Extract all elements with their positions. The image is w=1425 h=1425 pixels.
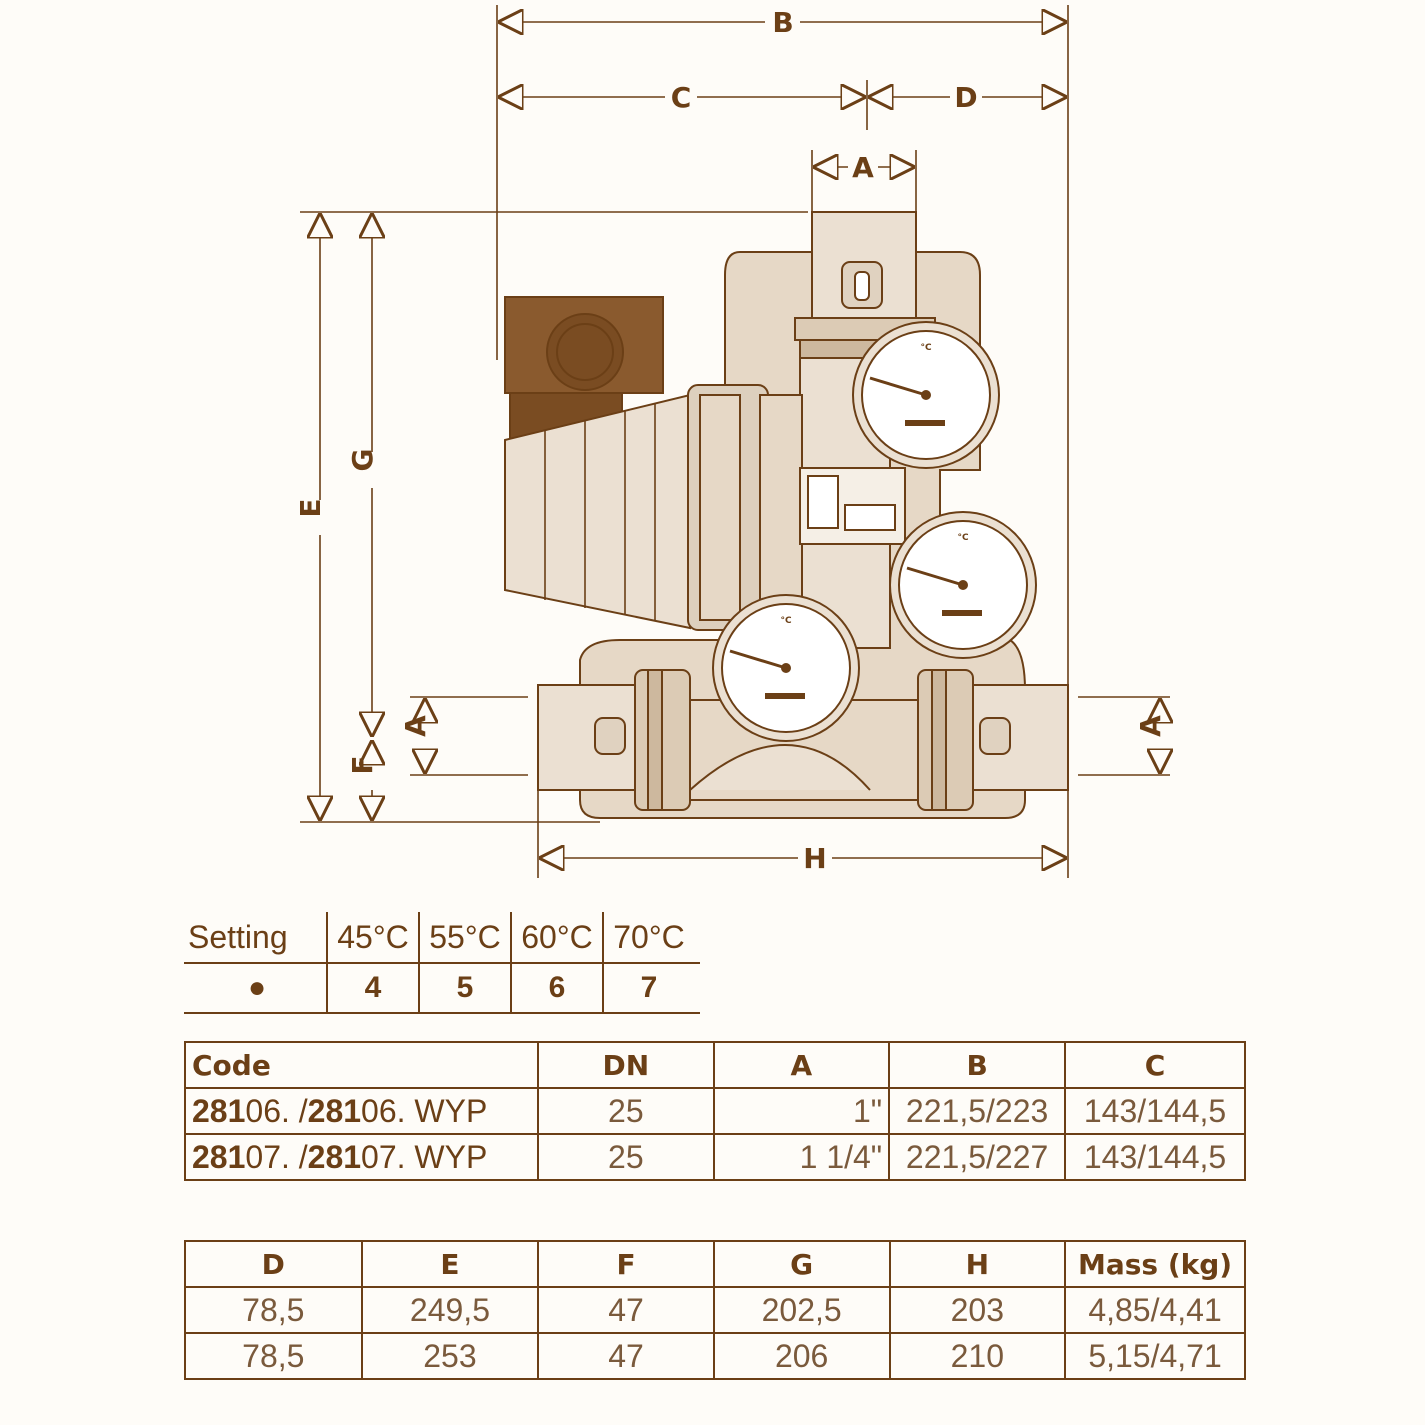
g-cell: 206 — [712, 1332, 891, 1380]
col-header-mass: Mass (kg) — [1064, 1240, 1246, 1288]
b-cell: 221,5/223 — [888, 1087, 1067, 1135]
col-header-h: H — [888, 1240, 1067, 1288]
dimension-table-2: D E F G H Mass (kg) 78,5 249,5 47 202,5 … — [184, 1240, 1246, 1380]
col-header-a: A — [712, 1041, 891, 1089]
setting-temp-3: 60°C — [510, 912, 602, 962]
thermometer-gauge-middle: °C — [889, 511, 1037, 659]
setting-temp-1: 45°C — [326, 912, 418, 962]
dn-cell: 25 — [537, 1133, 715, 1181]
pump-motor — [504, 393, 691, 630]
code-cell: 28106. /28106. WYP — [183, 1087, 540, 1135]
col-header-f: F — [537, 1240, 715, 1288]
dim-c: C — [500, 81, 864, 114]
e-cell: 253 — [360, 1332, 540, 1380]
col-header-c: C — [1064, 1041, 1246, 1089]
svg-text:°C: °C — [920, 343, 932, 353]
setting-value-row: ● 4 5 6 7 — [184, 964, 700, 1014]
dim-label-a-left: A — [399, 715, 432, 737]
col-header-dn: DN — [537, 1041, 715, 1089]
dim-a-left: A — [399, 700, 432, 772]
thermometer-gauge-bottom: °C — [712, 594, 860, 742]
setting-value-1: 4 — [326, 964, 418, 1012]
setting-value-3: 6 — [510, 964, 602, 1012]
f-cell: 47 — [537, 1286, 715, 1334]
col-header-b: B — [888, 1041, 1067, 1089]
dim-e: E — [294, 215, 327, 819]
dim-label-f: F — [346, 755, 379, 774]
col-header-g: G — [712, 1240, 891, 1288]
a-cell: 1 1/4" — [712, 1133, 891, 1181]
b-cell: 221,5/227 — [888, 1133, 1067, 1181]
table-row: 28106. /28106. WYP 25 1" 221,5/223 143/1… — [183, 1087, 1246, 1135]
technical-drawing: B C D A E G F A — [294, 5, 1425, 878]
dim-label-c: C — [671, 81, 692, 114]
col-header-code: Code — [183, 1041, 540, 1089]
setting-value-4: 7 — [602, 964, 694, 1012]
e-cell: 249,5 — [360, 1286, 540, 1334]
dim-f: F — [346, 742, 379, 819]
col-header-d: D — [184, 1240, 363, 1288]
svg-text:°C: °C — [957, 533, 969, 543]
dim-h: H — [541, 842, 1065, 875]
dim-label-d: D — [954, 81, 977, 114]
setting-label: Setting — [188, 919, 288, 955]
dim-label-h: H — [803, 842, 826, 875]
thermometer-gauge-top: °C — [852, 321, 1000, 469]
setting-table: Setting 45°C 55°C 60°C 70°C ● 4 5 6 7 — [184, 912, 700, 1014]
col-header-e: E — [360, 1240, 540, 1288]
mass-cell: 5,15/4,71 — [1064, 1332, 1246, 1380]
setting-header-row: Setting 45°C 55°C 60°C 70°C — [184, 912, 700, 964]
table-row: 28107. /28107. WYP 25 1 1/4" 221,5/227 1… — [183, 1133, 1246, 1181]
dim-label-b: B — [772, 6, 793, 39]
code-cell: 28107. /28107. WYP — [183, 1133, 540, 1181]
f-cell: 47 — [537, 1332, 715, 1380]
c-cell: 143/144,5 — [1064, 1087, 1246, 1135]
dim-label-a-top: A — [852, 151, 874, 184]
dim-label-g: G — [346, 449, 379, 472]
h-cell: 203 — [888, 1286, 1067, 1334]
svg-text:°C: °C — [780, 616, 792, 626]
dim-d: D — [870, 81, 1065, 114]
dim-label-a-right: A — [1134, 715, 1167, 737]
dim-a-right: A — [1134, 700, 1167, 772]
table-row: 78,5 249,5 47 202,5 203 4,85/4,41 — [184, 1286, 1246, 1334]
dim-g: G — [346, 215, 379, 735]
setting-marker: ● — [247, 971, 267, 1004]
h-cell: 210 — [888, 1332, 1067, 1380]
dim-b: B — [500, 6, 1065, 39]
g-cell: 202,5 — [712, 1286, 891, 1334]
setting-temp-4: 70°C — [602, 912, 694, 962]
setting-value-2: 5 — [418, 964, 510, 1012]
d-cell: 78,5 — [184, 1286, 363, 1334]
dn-cell: 25 — [537, 1087, 715, 1135]
mass-cell: 4,85/4,41 — [1064, 1286, 1246, 1334]
setting-temp-2: 55°C — [418, 912, 510, 962]
dimension-table-1: Code DN A B C 28106. /28106. WYP 25 1" 2… — [183, 1041, 1246, 1181]
dim-a-top: A — [815, 151, 913, 184]
d-cell: 78,5 — [184, 1332, 363, 1380]
mixing-unit: °C °C °C — [504, 211, 1069, 819]
c-cell: 143/144,5 — [1064, 1133, 1246, 1181]
table-header-row: D E F G H Mass (kg) — [184, 1240, 1246, 1288]
table-row: 78,5 253 47 206 210 5,15/4,71 — [184, 1332, 1246, 1380]
table-header-row: Code DN A B C — [183, 1041, 1246, 1089]
a-cell: 1" — [712, 1087, 891, 1135]
dim-label-e: E — [294, 498, 327, 517]
